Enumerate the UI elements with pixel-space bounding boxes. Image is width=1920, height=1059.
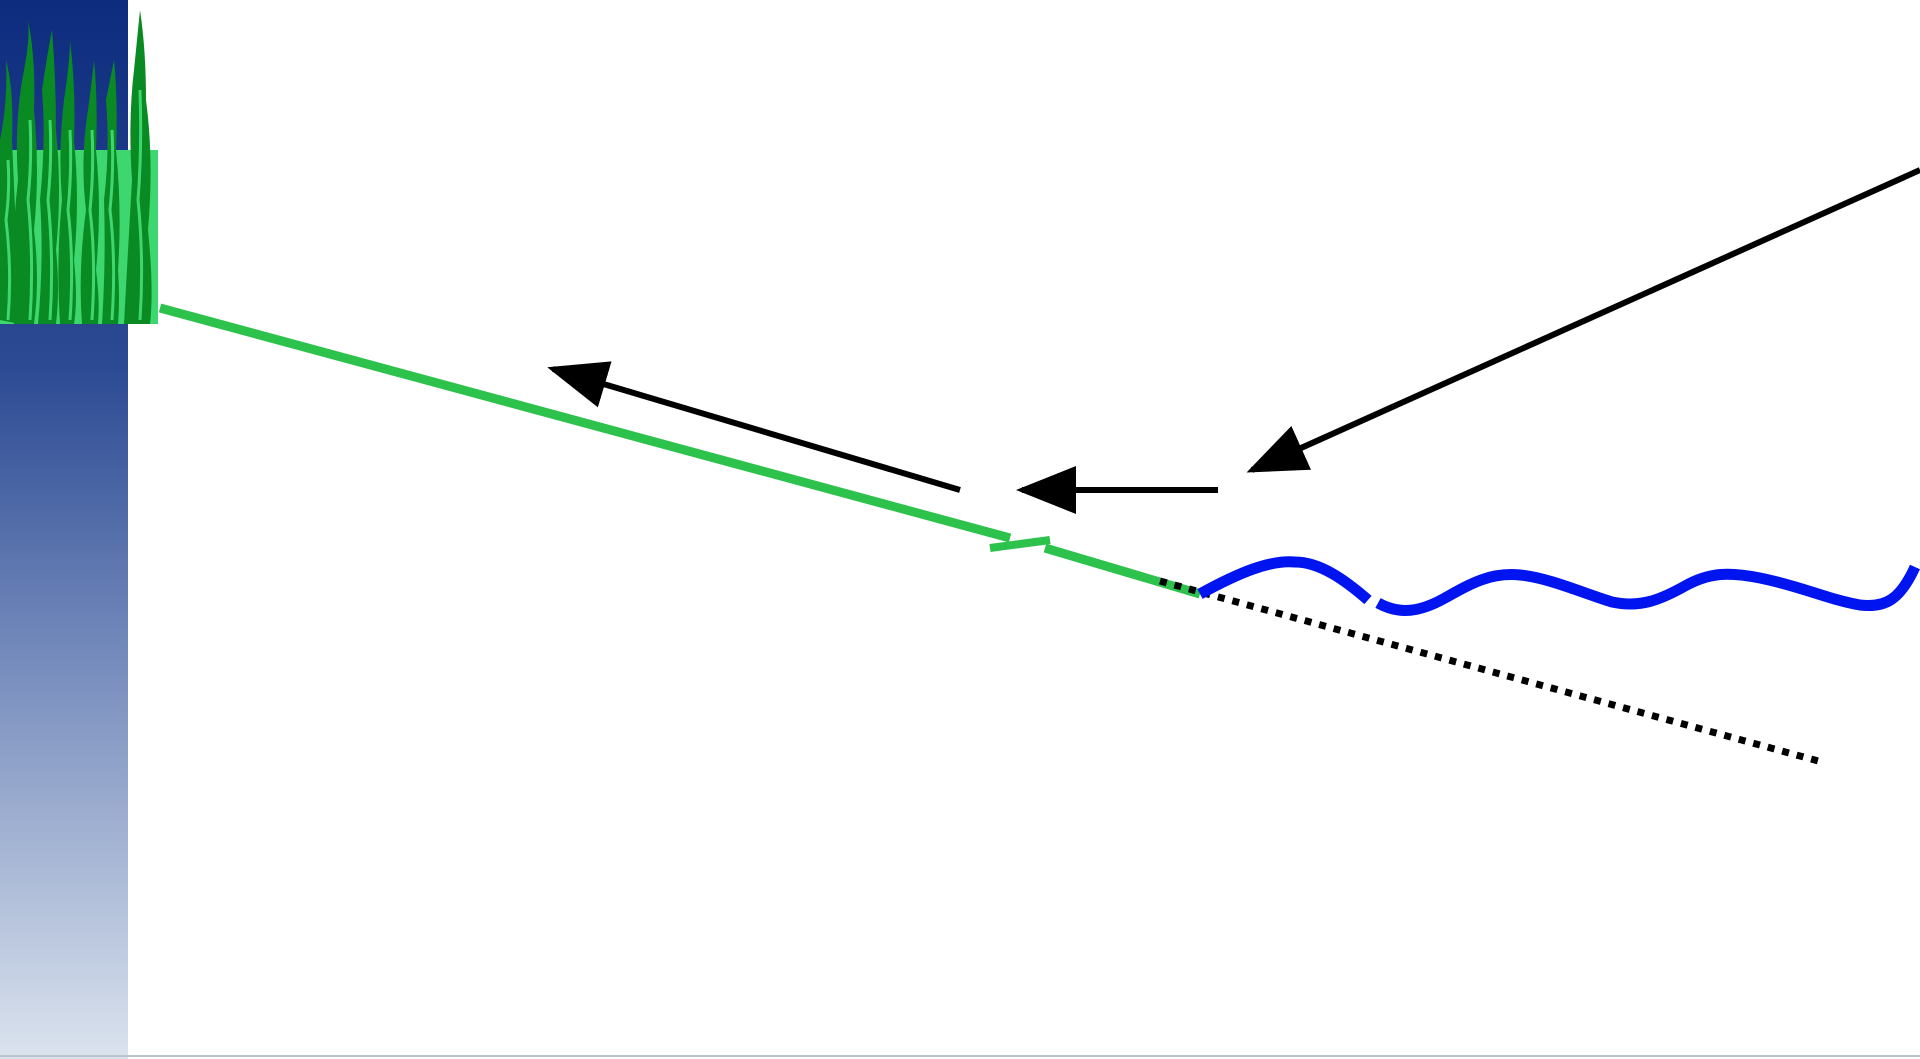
- reflected-arrow: [547, 361, 961, 493]
- bottom-rule: [0, 1055, 1920, 1057]
- incident-arrow: [1246, 167, 1920, 473]
- seaweed-forest-icon: [0, 10, 158, 324]
- green-beam: [158, 303, 1202, 599]
- dotted-extension-line: [1159, 577, 1823, 766]
- blue-wave: [1197, 556, 1920, 616]
